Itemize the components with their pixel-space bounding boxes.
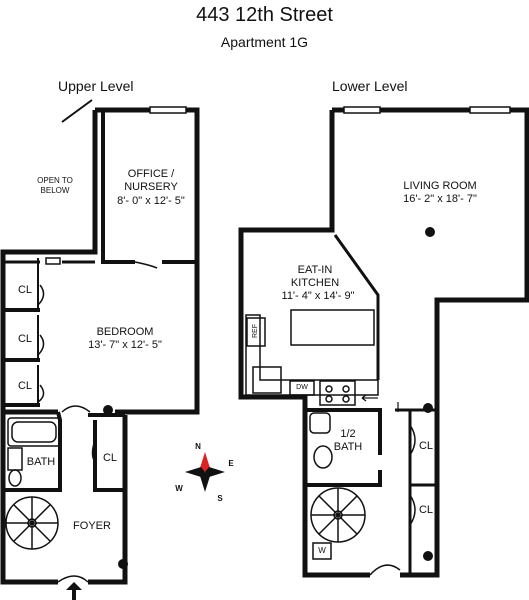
closet-label: CL <box>17 284 33 296</box>
window <box>149 106 187 114</box>
toilet <box>7 447 23 471</box>
dishwasher <box>289 380 315 396</box>
refrigerator <box>246 317 266 347</box>
bedroom-dims: 13'- 7" x 12'- 5" <box>88 339 162 351</box>
refrigerator-label: REF <box>252 324 259 338</box>
compass-e: E <box>228 459 234 468</box>
compass-n: N <box>195 442 201 451</box>
living-room-name: LIVING ROOM <box>403 180 477 192</box>
washer <box>312 542 332 560</box>
ceiling-light <box>423 551 433 561</box>
door-swing <box>369 564 401 576</box>
bathtub <box>7 417 61 447</box>
lower-level-label: Lower Level <box>332 78 408 94</box>
bedroom-name: BEDROOM <box>96 326 154 338</box>
door-swing <box>409 424 416 456</box>
compass-s: S <box>217 494 223 503</box>
window <box>469 106 511 114</box>
dishwasher-label: DW <box>296 384 308 391</box>
door-swing <box>37 284 45 306</box>
kitchen-island <box>290 309 375 346</box>
entry-arrow <box>66 582 82 600</box>
kitchen-name: EAT-IN KITCHEN <box>290 264 340 289</box>
ceiling-light <box>423 403 433 413</box>
office-name: OFFICE / NURSERY <box>124 168 178 193</box>
ceiling-light <box>103 405 113 415</box>
door-swing <box>57 575 89 583</box>
door-swing <box>91 439 96 463</box>
compass-rose <box>185 452 225 492</box>
sink-half-bath <box>309 412 331 434</box>
door-swing <box>37 334 45 356</box>
toilet-half-bath <box>313 445 333 469</box>
sink <box>252 366 282 394</box>
washer-label: W <box>318 546 326 555</box>
closet-label: CL <box>102 452 118 464</box>
living-room-dims: 16'- 2" x 18'- 7" <box>403 193 477 205</box>
upper-diagonal-wall <box>61 99 93 123</box>
stove <box>319 380 356 406</box>
bath-name: BATH <box>26 456 56 468</box>
window <box>343 106 381 114</box>
compass-w: W <box>175 484 183 493</box>
closet-partitions <box>3 308 40 407</box>
door-swing <box>37 384 45 403</box>
ceiling-light <box>118 559 128 569</box>
bath-walls <box>3 411 62 492</box>
closet-label: CL <box>418 440 434 452</box>
open-to-below-label: OPEN TO BELOW <box>37 176 73 195</box>
office-walls <box>101 110 197 264</box>
closet-label: CL <box>17 333 33 345</box>
closet-label: CL <box>17 380 33 392</box>
door-swing <box>61 405 91 413</box>
door-swing <box>134 261 158 269</box>
upper-level-label: Upper Level <box>58 78 134 94</box>
half-bath-walls <box>305 408 382 487</box>
window <box>45 257 61 265</box>
office-dims: 8'- 0" x 12'- 5" <box>117 195 185 207</box>
half-bath-name: 1/2 BATH <box>333 428 363 453</box>
closet-label: CL <box>418 504 434 516</box>
door-swing <box>409 494 416 526</box>
page-subtitle: Apartment 1G <box>220 34 309 50</box>
page-title: 443 12th Street <box>196 4 333 26</box>
kitchen-diagonal <box>333 234 380 380</box>
ceiling-light <box>425 227 435 237</box>
kitchen-dims: 11'- 4" x 14'- 9" <box>281 290 355 302</box>
foyer-name: FOYER <box>73 520 111 532</box>
